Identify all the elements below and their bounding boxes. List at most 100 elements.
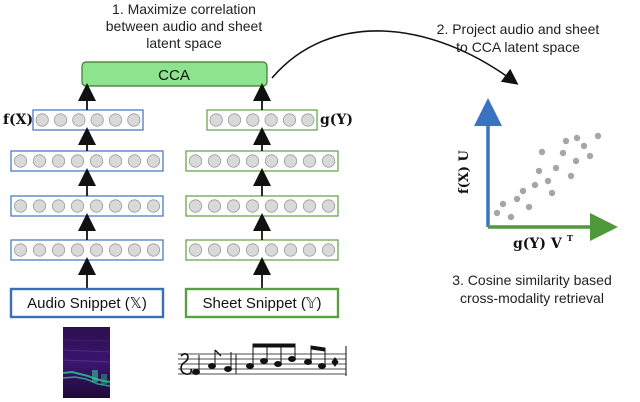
scatter-point (573, 134, 581, 142)
audio-network (10, 83, 164, 289)
neuron-node (127, 154, 142, 168)
neuron-node (227, 113, 242, 127)
scatter-point (535, 167, 543, 175)
neuron-node (13, 154, 28, 168)
sheet-layer-2 (185, 150, 339, 172)
plot-x-axis-superscript: T (567, 233, 573, 243)
neuron-node (283, 243, 298, 257)
neuron-node (51, 199, 66, 213)
neuron-node (264, 154, 279, 168)
sheet-input-box (184, 287, 340, 319)
neuron-node (264, 113, 278, 127)
neuron-node (32, 154, 47, 168)
music-notes-image (178, 343, 347, 376)
scatter-point (499, 200, 507, 208)
cca-label: CCA (158, 67, 190, 84)
step3-line1: 3. Cosine similarity based (452, 272, 612, 288)
step1-line2: between audio and sheet (106, 18, 263, 34)
scatter-point (567, 172, 575, 180)
sheet-layer-1 (206, 109, 318, 131)
neuron-node (301, 113, 315, 127)
neuron-node (226, 154, 241, 168)
audio-layer-4 (10, 239, 164, 261)
neuron-node (127, 243, 142, 257)
neuron-node (245, 199, 260, 213)
neuron-node (245, 243, 260, 257)
scatter-point (586, 152, 594, 160)
neuron-node (245, 154, 260, 168)
neuron-node (108, 154, 123, 168)
curved-arrow-icon (271, 30, 519, 85)
scatter-point (594, 132, 602, 140)
neuron-node (146, 243, 161, 257)
neuron-node (89, 199, 104, 213)
scatter-point (559, 149, 567, 157)
neuron-node (127, 199, 142, 213)
neuron-node (246, 113, 260, 127)
sheet-embedding-label: g(Y) (320, 112, 353, 128)
scatter-points (493, 132, 602, 221)
neuron-node (321, 199, 336, 213)
neuron-node (283, 154, 298, 168)
sheet-layer-box (206, 109, 318, 131)
audio-layer-1 (32, 109, 144, 131)
neuron-node (70, 199, 85, 213)
neuron-node (108, 113, 123, 127)
neuron-node (302, 154, 317, 168)
scatter-point (507, 213, 515, 221)
neuron-node (146, 154, 161, 168)
neuron-node (226, 199, 241, 213)
neuron-node (302, 199, 317, 213)
scatter-point (519, 187, 527, 195)
step2-line2: to CCA latent space (456, 39, 580, 55)
neuron-node (51, 243, 66, 257)
neuron-node (321, 154, 336, 168)
scatter-point (544, 177, 552, 185)
neuron-node (188, 154, 203, 168)
neuron-node (188, 199, 203, 213)
spectrogram-image (62, 327, 111, 398)
neuron-node (89, 154, 104, 168)
step2-line1: 2. Project audio and sheet (437, 21, 600, 37)
scatter-point (493, 209, 501, 217)
scatter-point (580, 142, 588, 150)
plot-y-axis-label: f(X) U (457, 149, 472, 194)
step3-line2: cross-modality retrieval (460, 290, 604, 306)
neuron-node (209, 113, 223, 127)
neuron-node (321, 243, 336, 257)
plot-x-axis-label: g(Y) V (513, 236, 563, 252)
neuron-node (35, 113, 49, 127)
neuron-node (146, 199, 161, 213)
scatter-point (531, 181, 539, 189)
scatter-point (513, 195, 521, 203)
cca-box (81, 61, 268, 87)
neuron-node (188, 243, 203, 257)
neuron-node (282, 113, 297, 127)
sheet-input-label: Sheet Snippet (𝕐) (202, 295, 321, 312)
scatter-point (562, 137, 570, 145)
neuron-node (108, 243, 123, 257)
neuron-node (72, 113, 86, 127)
neuron-node (108, 199, 123, 213)
neuron-node (226, 243, 241, 257)
neuron-node (283, 199, 298, 213)
audio-layer-2 (10, 150, 164, 172)
neuron-node (53, 113, 68, 127)
sheet-network (185, 83, 339, 289)
step1-line3: latent space (146, 35, 222, 51)
scatter-point (538, 148, 546, 156)
step1-line1: 1. Maximize correlation (112, 1, 256, 17)
neuron-node (32, 243, 47, 257)
sheet-layer-4 (185, 239, 339, 261)
neuron-node (32, 199, 47, 213)
neuron-node (89, 243, 104, 257)
neuron-node (127, 113, 141, 127)
neuron-node (264, 243, 279, 257)
neuron-node (207, 154, 222, 168)
neuron-node (70, 154, 85, 168)
neuron-node (90, 113, 104, 127)
scatter-point (525, 203, 533, 211)
neuron-node (70, 243, 85, 257)
